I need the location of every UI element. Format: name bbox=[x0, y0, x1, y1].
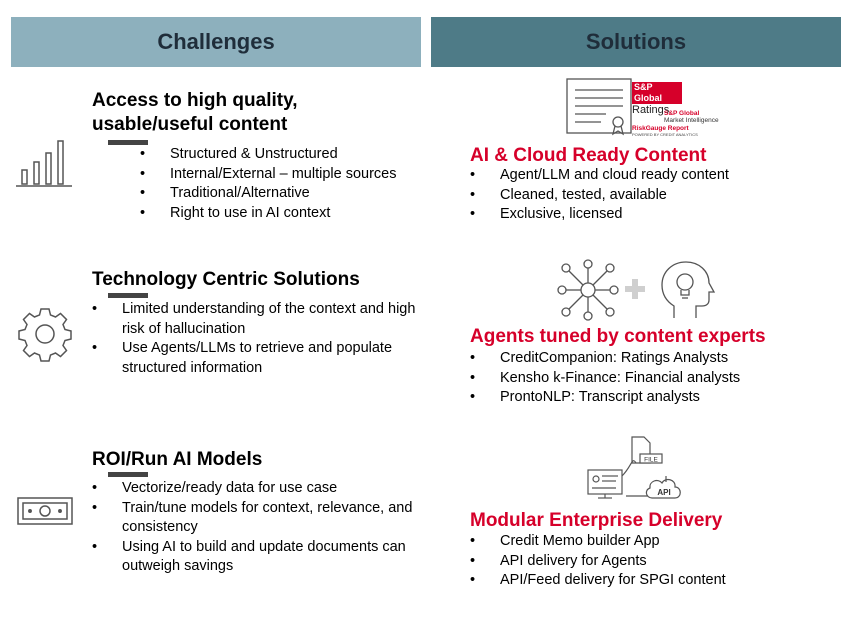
challenge-roi-bullets: Vectorize/ready data for use case Train/… bbox=[92, 479, 417, 577]
list-item: Right to use in AI context bbox=[140, 204, 400, 224]
title-underline bbox=[108, 140, 148, 145]
list-item: API/Feed delivery for SPGI content bbox=[470, 571, 830, 591]
api-label: API bbox=[657, 488, 670, 497]
list-item: Credit Memo builder App bbox=[470, 532, 830, 552]
solution-title-ai-cloud: AI & Cloud Ready Content bbox=[470, 145, 707, 166]
sp-mi-logo-line2: Market Intelligence bbox=[664, 117, 719, 124]
list-item: Exclusive, licensed bbox=[470, 205, 830, 225]
list-item: Traditional/Alternative bbox=[140, 184, 400, 204]
challenge-technology-bullets: Limited understanding of the context and… bbox=[92, 300, 417, 378]
list-item: Train/tune models for context, relevance… bbox=[92, 499, 417, 538]
monitor-icon bbox=[587, 469, 623, 495]
cloud-icon bbox=[645, 478, 681, 499]
sp-ratings-logo-line1: S&P Global bbox=[632, 82, 682, 104]
delivery-diagram: FILE API bbox=[587, 436, 681, 499]
plus-icon bbox=[625, 279, 645, 299]
list-item: Internal/External – multiple sources bbox=[140, 165, 400, 185]
solution-title-agents: Agents tuned by content experts bbox=[470, 326, 766, 347]
list-item: Agent/LLM and cloud ready content bbox=[470, 166, 830, 186]
bar-chart-icon bbox=[16, 140, 72, 187]
sp-mi-logo-line1: S&P Global bbox=[664, 110, 700, 117]
list-item: Use Agents/LLMs to retrieve and populate… bbox=[92, 339, 417, 378]
document-certificate-icon bbox=[566, 78, 632, 136]
riskgauge-logo-line2: POWERED BY CREDIT ANALYTICS bbox=[632, 132, 698, 137]
list-item: Structured & Unstructured bbox=[140, 145, 400, 165]
challenge-title-content: Access to high quality, usable/useful co… bbox=[92, 90, 298, 135]
sp-ratings-logo-line2: Ratings bbox=[632, 104, 670, 116]
list-item: Using AI to build and update documents c… bbox=[92, 538, 417, 577]
list-item: CreditCompanion: Ratings Analysts bbox=[470, 349, 830, 369]
solutions-header: Solutions bbox=[431, 17, 841, 67]
riskgauge-logo: RiskGauge Report POWERED BY CREDIT ANALY… bbox=[632, 125, 702, 137]
solution-title-delivery: Modular Enterprise Delivery bbox=[470, 510, 723, 531]
title-underline bbox=[108, 472, 148, 477]
head-lightbulb-icon bbox=[661, 261, 716, 318]
title-underline bbox=[108, 293, 148, 298]
sp-ratings-logo: S&P Global Ratings bbox=[632, 82, 684, 116]
file-label: FILE bbox=[644, 457, 658, 464]
network-hub-icon bbox=[557, 259, 619, 321]
challenge-title-roi: ROI/Run AI Models bbox=[92, 449, 263, 470]
solution-delivery-bullets: Credit Memo builder App API delivery for… bbox=[470, 532, 830, 591]
list-item: API delivery for Agents bbox=[470, 552, 830, 572]
riskgauge-logo-line1: RiskGauge Report bbox=[632, 125, 689, 132]
list-item: Kensho k-Finance: Financial analysts bbox=[470, 369, 830, 389]
challenge-title-technology: Technology Centric Solutions bbox=[92, 269, 360, 290]
challenges-header: Challenges bbox=[11, 17, 421, 67]
file-icon bbox=[631, 436, 651, 464]
solution-ai-cloud-bullets: Agent/LLM and cloud ready content Cleane… bbox=[470, 166, 830, 225]
list-item: Cleaned, tested, available bbox=[470, 186, 830, 206]
list-item: Limited understanding of the context and… bbox=[92, 300, 417, 339]
challenge-content-bullets: Structured & Unstructured Internal/Exter… bbox=[140, 145, 400, 223]
list-item: ProntoNLP: Transcript analysts bbox=[470, 388, 830, 408]
banknote-icon bbox=[17, 497, 73, 525]
list-item: Vectorize/ready data for use case bbox=[92, 479, 417, 499]
sp-mi-logo: S&P Global Market Intelligence bbox=[664, 110, 724, 124]
gear-icon bbox=[18, 308, 72, 362]
solution-agents-bullets: CreditCompanion: Ratings Analysts Kensho… bbox=[470, 349, 830, 408]
